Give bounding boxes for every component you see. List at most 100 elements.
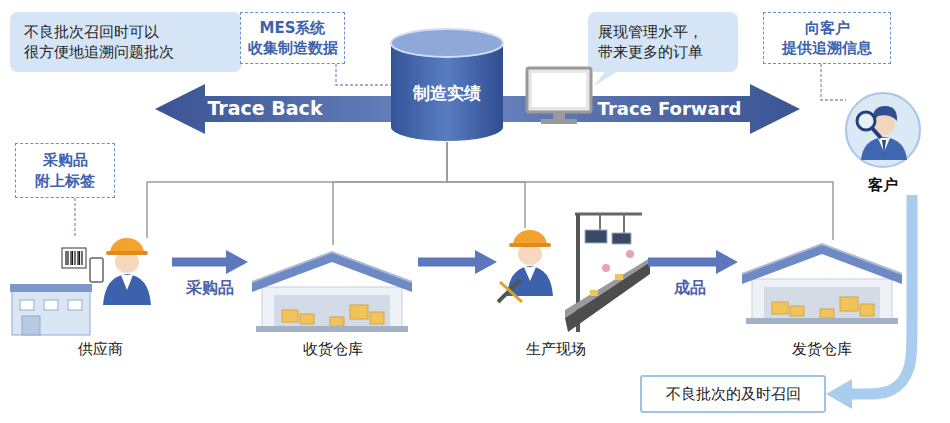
line-monitor <box>612 233 631 244</box>
roof-ridge <box>742 244 902 274</box>
warehouse-opening <box>274 295 390 327</box>
cargo-box <box>370 312 384 324</box>
connector <box>418 258 485 267</box>
barcode-frame <box>62 248 86 268</box>
edge-label: 采购品 <box>186 278 234 299</box>
warehouse-icon <box>742 244 902 324</box>
helmet-brim <box>106 251 148 255</box>
belt-item <box>590 290 598 296</box>
dashed-note: MES系统 收集制造数据 <box>240 12 345 64</box>
connector <box>74 198 75 238</box>
line-monitor <box>585 230 607 243</box>
node-text: 向客户 提供追溯信息 <box>768 18 886 59</box>
supplier-building <box>10 284 92 335</box>
node-text: 客户 <box>868 175 898 195</box>
warehouse-roof <box>252 252 412 292</box>
belt-top <box>565 258 650 318</box>
warehouse-floor <box>746 318 898 324</box>
production-line <box>565 214 650 332</box>
connector <box>838 195 912 394</box>
line-operator <box>602 264 610 272</box>
building-wall <box>12 290 90 335</box>
worker-body <box>507 266 553 296</box>
node-text: 制造实绩 <box>413 82 481 105</box>
site-node: 生产现场 <box>497 228 648 365</box>
worker-collar <box>524 267 536 281</box>
callout-note: 展现管理水平， 带来更多的订单 <box>588 12 738 72</box>
connector <box>172 258 236 267</box>
node-text: 展现管理水平， 带来更多的订单 <box>598 22 728 63</box>
warehouse-opening <box>764 287 880 319</box>
warehouse-icon <box>252 252 412 332</box>
cargo-box <box>330 317 344 326</box>
cylinder-top <box>391 29 503 57</box>
site-node: 发货仓库 <box>738 240 905 365</box>
node-text: 生产现场 <box>526 339 586 359</box>
supplier-worker <box>103 238 151 305</box>
building-roof <box>10 284 92 292</box>
callout-note: 不良批次召回时可以 很方便地追溯问题批次 <box>10 12 242 72</box>
warehouse-wall <box>262 287 402 327</box>
warehouse-wall <box>752 279 892 319</box>
callout-outline <box>10 12 242 72</box>
node-text: Trace Back <box>207 96 322 122</box>
cargo-box <box>282 310 298 322</box>
database-cylinder: 制造实绩 <box>390 28 504 142</box>
building-window <box>44 300 58 310</box>
dashed-note: 采购品 附上标签 <box>15 143 115 198</box>
recall-box: 不良批次的及时召回 <box>640 375 826 413</box>
cargo-box <box>300 314 314 324</box>
phone-icon <box>90 258 103 282</box>
node-text: MES系统 收集制造数据 <box>245 18 340 59</box>
callout-body <box>588 12 738 72</box>
customer-circle <box>846 93 920 167</box>
connector <box>147 142 447 238</box>
band-arrow <box>455 84 800 134</box>
worker-helmet <box>110 238 144 253</box>
cargo-box <box>350 305 368 319</box>
site-node: 收货仓库 <box>248 245 418 365</box>
hanger <box>623 214 625 234</box>
cargo-box <box>860 304 874 316</box>
cargo-box <box>772 302 788 314</box>
building-door <box>22 316 40 335</box>
callout-pointer <box>594 70 620 86</box>
worker-collar <box>121 275 133 290</box>
belt-side <box>565 262 650 332</box>
node-text: 发货仓库 <box>792 339 852 359</box>
barcode-bars <box>66 251 82 265</box>
cargo-box <box>820 309 834 318</box>
warehouse-roof <box>742 244 902 284</box>
node-text: 不良批次的及时召回 <box>666 384 801 404</box>
edge-label: 成品 <box>674 278 706 299</box>
building-window <box>20 300 34 310</box>
node-text: 供应商 <box>78 339 123 359</box>
belt-item <box>615 274 623 280</box>
node-text: 收货仓库 <box>303 339 363 359</box>
line-operator <box>626 250 634 258</box>
screwdriver <box>500 282 522 302</box>
worker-body <box>103 274 151 305</box>
production-worker <box>498 230 553 302</box>
callout-body <box>10 12 242 72</box>
warehouse-floor <box>256 326 408 332</box>
node-text: 不良批次召回时可以 很方便地追溯问题批次 <box>24 22 228 63</box>
callout-outline <box>588 12 738 72</box>
band-arrow <box>155 84 445 134</box>
hanger <box>599 214 601 232</box>
barcode-label <box>62 248 103 282</box>
connector <box>333 142 447 245</box>
roof-ridge <box>252 252 412 282</box>
connector <box>447 142 525 228</box>
node-text: 采购品 附上标签 <box>20 150 110 191</box>
helmet-brim <box>509 243 551 247</box>
cargo-box <box>840 297 858 311</box>
worker-helmet <box>513 230 547 245</box>
building-window <box>68 300 82 310</box>
trace-arrow: Trace Forward <box>455 84 800 134</box>
line-frame <box>575 213 642 216</box>
cargo-box <box>790 306 804 316</box>
connector <box>648 258 726 267</box>
connector <box>336 64 391 85</box>
